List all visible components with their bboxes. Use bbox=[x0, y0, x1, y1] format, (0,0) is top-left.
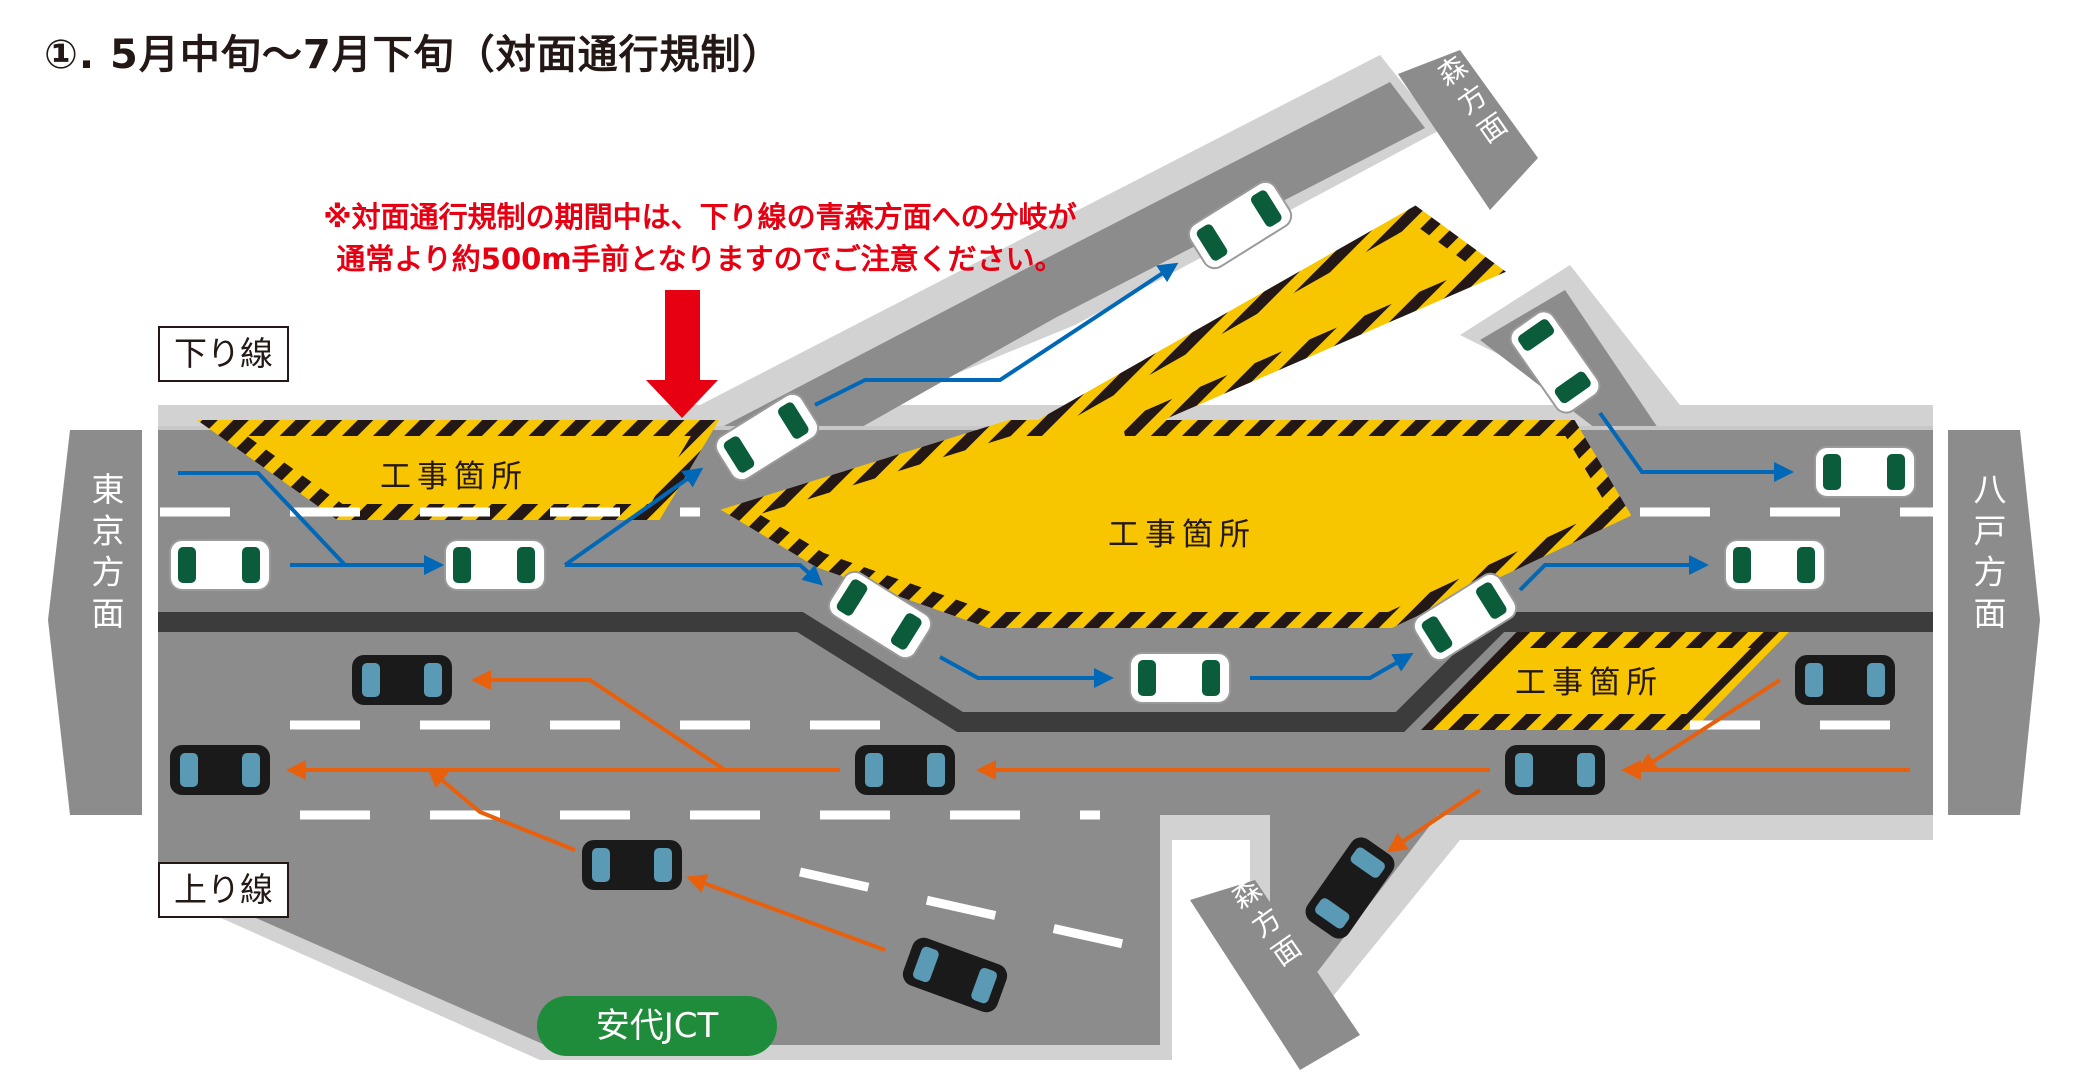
white-car bbox=[169, 539, 271, 591]
destination-char: 面 bbox=[1974, 595, 2007, 632]
destination-char: 京 bbox=[92, 512, 125, 549]
black-car bbox=[1795, 655, 1895, 705]
white-car bbox=[827, 570, 933, 660]
lane-markings bbox=[160, 507, 1933, 955]
white-car bbox=[1129, 652, 1231, 704]
work-zone-label-center: 工事箇所 bbox=[1108, 517, 1256, 552]
outbound-arrow bbox=[1518, 555, 1709, 592]
dest-tokyo: 東京方面 bbox=[92, 471, 125, 632]
outbound-arrow bbox=[1250, 653, 1414, 680]
outbound-arrow bbox=[1598, 411, 1794, 482]
notice-arrow bbox=[646, 290, 718, 418]
white-car bbox=[1724, 539, 1826, 591]
signposts bbox=[48, 50, 2040, 1070]
outbound-arrow bbox=[814, 262, 1179, 407]
work-zone-labels: 工事箇所 工事箇所 工事箇所 bbox=[380, 459, 1663, 700]
black-car bbox=[855, 745, 955, 795]
destination-char: 東 bbox=[92, 471, 125, 508]
inbound-vehicles bbox=[170, 655, 1895, 1013]
work-zones bbox=[196, 205, 1789, 730]
work-zone-right bbox=[1421, 632, 1789, 730]
sign-tokyo bbox=[48, 430, 142, 815]
white-car bbox=[1412, 572, 1518, 662]
inbound-arrow bbox=[686, 874, 886, 952]
inbound-arrow bbox=[1636, 678, 1782, 773]
black-car bbox=[1305, 837, 1395, 939]
sign-aomori-bottom bbox=[1190, 880, 1360, 1070]
outbound-arrow bbox=[939, 655, 1114, 688]
inbound-lane-label: 上り線 bbox=[158, 862, 289, 918]
destination-char: 方 bbox=[92, 554, 125, 591]
destination-char: 戸 bbox=[1974, 512, 2007, 549]
destination-char: 八 bbox=[1974, 471, 2007, 508]
median-divider bbox=[158, 612, 1933, 732]
inbound-arrow bbox=[426, 767, 576, 852]
notice-line-1: ※対面通行規制の期間中は、下り線の青森方面への分岐が bbox=[323, 200, 1077, 234]
destination-char: 方 bbox=[1974, 554, 2007, 591]
black-car bbox=[170, 745, 270, 795]
work-zone-center bbox=[720, 205, 1632, 628]
outbound-arrows bbox=[178, 262, 1794, 688]
white-car bbox=[1814, 446, 1916, 498]
black-car bbox=[1505, 745, 1605, 795]
work-zone-label-right: 工事箇所 bbox=[1515, 665, 1663, 700]
outbound-vehicles bbox=[169, 180, 1916, 704]
black-car bbox=[582, 840, 682, 890]
work-zone-label-left: 工事箇所 bbox=[380, 459, 528, 494]
notice-text: ※対面通行規制の期間中は、下り線の青森方面への分岐が 通常より約500m手前とな… bbox=[250, 196, 1150, 280]
inbound-arrows bbox=[286, 670, 1910, 952]
black-car bbox=[352, 655, 452, 705]
junction-badge: 安代JCT bbox=[537, 996, 777, 1056]
notice-line-2: 通常より約500m手前となりますのでご注意ください。 bbox=[336, 242, 1064, 276]
sign-aomori-top bbox=[1398, 50, 1538, 210]
destination-char: 面 bbox=[92, 595, 125, 632]
white-car bbox=[444, 539, 546, 591]
inbound-arrow bbox=[1386, 788, 1482, 853]
sign-hachinohe bbox=[1948, 430, 2040, 815]
black-car bbox=[902, 937, 1008, 1013]
white-car bbox=[1509, 310, 1601, 414]
dest-hachinohe: 八戸方面 bbox=[1974, 471, 2007, 632]
inbound-arrow bbox=[471, 670, 727, 772]
outbound-arrow bbox=[563, 467, 704, 567]
outbound-arrow bbox=[565, 563, 823, 586]
page-title: ①. 5月中旬〜7月下旬（対面通行規制） bbox=[44, 32, 783, 78]
work-zone-left bbox=[196, 420, 720, 520]
outbound-lane-label: 下り線 bbox=[158, 326, 289, 382]
white-car bbox=[714, 392, 820, 482]
white-car bbox=[1187, 180, 1293, 270]
